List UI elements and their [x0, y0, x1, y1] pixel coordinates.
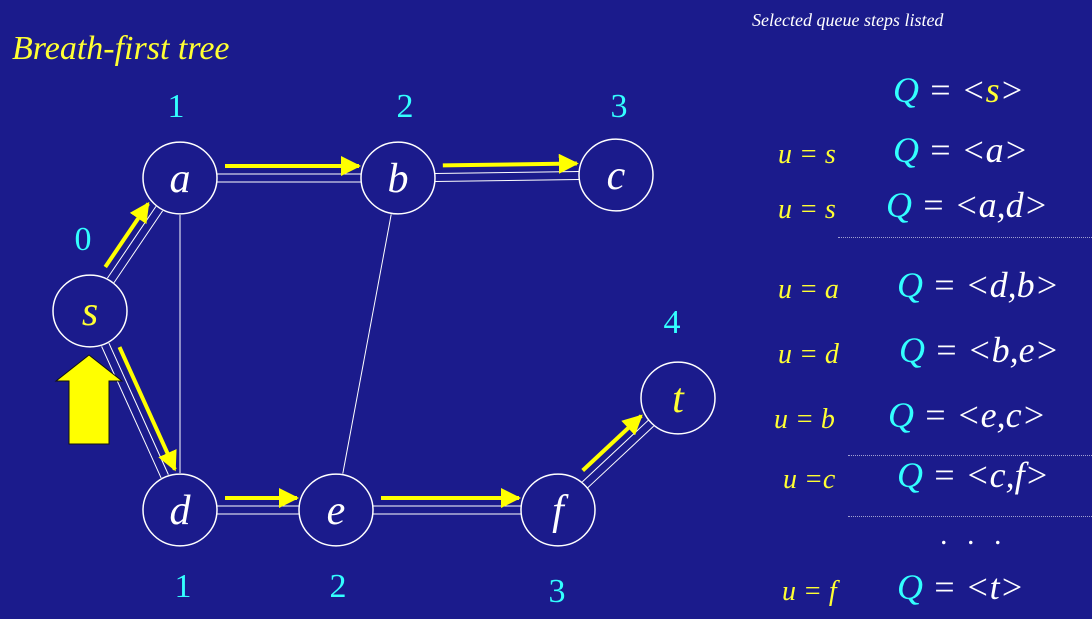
up-arrow-icon — [54, 354, 124, 445]
distance-f: 3 — [549, 573, 566, 610]
distance-s: 0 — [75, 221, 92, 258]
node-label-t: t — [672, 376, 685, 422]
tree-edge-s-d — [117, 346, 177, 472]
step-separator — [848, 516, 1092, 517]
edge-b-e — [342, 214, 392, 474]
step-queue: Q = <a> — [893, 130, 1028, 170]
node-label-d: d — [170, 488, 192, 534]
node-t — [640, 361, 716, 435]
node-label-s: s — [82, 289, 98, 335]
node-d — [142, 473, 218, 547]
steps-caption: Selected queue steps listed — [752, 10, 944, 30]
edge-s-d-line — [101, 346, 162, 479]
node-b — [360, 141, 436, 215]
node-e — [298, 473, 374, 547]
edge-b-c-line — [434, 171, 579, 174]
step-u-label: u = s — [778, 139, 836, 170]
node-c — [578, 138, 654, 212]
edge-s-a-line — [113, 210, 163, 283]
tree-edge-b-c — [442, 153, 579, 174]
step-u-label: u = b — [774, 404, 835, 435]
step-queue: Q = <a,d> — [886, 185, 1048, 225]
step-queue: Q = <t> — [897, 567, 1024, 607]
node-label-b: b — [388, 156, 409, 202]
node-f — [520, 473, 596, 547]
node-s — [52, 274, 128, 348]
distance-a: 1 — [168, 88, 185, 125]
edge-f-t-line — [587, 425, 655, 489]
step-u-label: u =c — [783, 464, 836, 495]
step-queue: Q = <e,c> — [888, 395, 1046, 435]
distance-e: 2 — [330, 568, 347, 605]
distance-d: 1 — [175, 568, 192, 605]
node-label-e: e — [327, 488, 346, 534]
edge-b-c-line — [435, 179, 580, 182]
node-a — [142, 141, 218, 215]
step-u-label: u = f — [782, 576, 837, 607]
node-label-a: a — [170, 156, 191, 202]
distance-t: 4 — [664, 304, 681, 341]
tree-edge-f-t — [581, 414, 643, 472]
slide-title: Breath-first tree — [12, 30, 230, 67]
ellipsis: . . . — [940, 518, 1008, 551]
step-queue: Q = <c,f> — [897, 455, 1049, 495]
step-u-label: u = s — [778, 194, 836, 225]
step-separator — [838, 237, 1092, 238]
step-queue: Q = <s> — [893, 70, 1024, 110]
tree-edge-s-a — [103, 201, 150, 269]
step-u-label: u = d — [778, 339, 839, 370]
step-queue: Q = <d,b> — [897, 265, 1059, 305]
node-label-c: c — [607, 153, 626, 199]
step-u-label: u = a — [778, 274, 839, 305]
distance-b: 2 — [397, 88, 414, 125]
step-separator — [848, 455, 1092, 456]
distance-c: 3 — [611, 88, 628, 125]
step-queue: Q = <b,e> — [899, 330, 1059, 370]
